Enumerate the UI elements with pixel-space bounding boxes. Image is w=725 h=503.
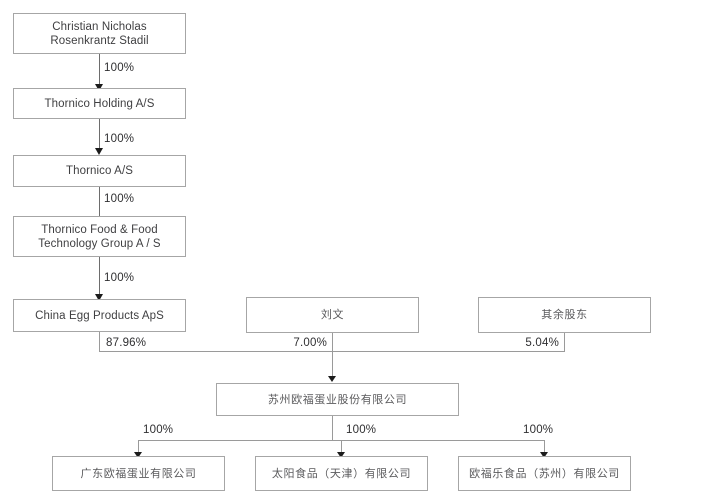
percent-label-shareholder-others: 5.04% [525,337,559,349]
arrowhead-company-main [328,376,336,382]
percent-label-chain-2: 100% [104,193,135,205]
connector-chain-2-to-3 [99,187,100,218]
arrowhead-chain-1 [95,84,103,91]
chain-box-label-line1: Thornico Food & Food [41,223,158,236]
chain-box-thornico-holding: Thornico Holding A/S [13,88,186,119]
shareholder-box-label: 其余股东 [541,308,588,321]
percent-label-shareholder-liuwen: 7.00% [293,337,327,349]
percent-label-subsidiary-taiyang: 100% [346,424,377,436]
percent-label-chain-1: 100% [104,133,135,145]
shareholder-box-china-egg-products-aps: China Egg Products ApS [13,299,186,332]
connector-shareholder-liuwen-drop [332,333,333,351]
company-box-suzhou-oufu-egg-industry: 苏州欧福蛋业股份有限公司 [216,383,459,416]
chain-box-christian-nicholas-rosenkrantz-stadil: Christian Nicholas Rosenkrantz Stadil [13,13,186,54]
connector-merge-to-company [332,351,333,379]
shareholder-box-label: 刘文 [320,308,345,321]
percent-label-shareholder-china-egg: 87.96% [106,337,147,349]
percent-label-subsidiary-oufule: 100% [523,424,554,436]
connector-subsidiary-oufule-drop [544,440,545,456]
subsidiary-box-label: 广东欧福蛋业有限公司 [80,466,197,480]
subsidiary-box-label: 太阳食品（天津）有限公司 [271,466,412,480]
chain-box-label-line1: Christian Nicholas [52,20,147,33]
arrowhead-subsidiary-taiyang [337,452,345,458]
connector-chain-3-to-4 [99,257,100,297]
connector-subsidiary-guangdong-drop [138,440,139,456]
arrowhead-subsidiary-guangdong [134,452,142,458]
percent-label-chain-0: 100% [104,62,135,74]
percent-label-chain-3: 100% [104,272,135,284]
chain-box-label-line2: Rosenkrantz Stadil [50,34,149,47]
chain-box-label-line2: Technology Group A / S [38,237,161,250]
arrowhead-subsidiary-oufule [540,452,548,458]
chain-box-label: Thornico Holding A/S [44,97,155,110]
chain-box-thornico: Thornico A/S [13,155,186,187]
connector-shareholder-china-egg-drop [99,332,100,351]
chain-box-thornico-food-technology-group: Thornico Food & Food Technology Group A … [13,216,186,257]
subsidiary-box-oufule-food-suzhou: 欧福乐食品（苏州）有限公司 [458,456,631,491]
shareholder-box-liuwen: 刘文 [246,297,419,333]
percent-label-subsidiary-guangdong: 100% [143,424,174,436]
shareholder-box-label: China Egg Products ApS [35,309,164,322]
arrowhead-chain-2 [95,148,103,155]
connector-chain-0-to-1 [99,54,100,86]
connector-chain-1-to-2 [99,119,100,150]
connector-company-stem [332,416,333,440]
subsidiary-box-taiyang-food-tianjin: 太阳食品（天津）有限公司 [255,456,428,491]
arrowhead-chain-4 [95,294,103,301]
subsidiary-box-label: 欧福乐食品（苏州）有限公司 [469,466,620,480]
subsidiary-box-guangdong-oufu-egg-industry: 广东欧福蛋业有限公司 [52,456,225,491]
chain-box-label: Thornico A/S [65,165,134,177]
connector-shareholder-others-drop [564,333,565,351]
company-box-label: 苏州欧福蛋业股份有限公司 [267,392,408,406]
connector-subsidiary-taiyang-drop [341,440,342,456]
shareholder-box-other-shareholders: 其余股东 [478,297,651,333]
